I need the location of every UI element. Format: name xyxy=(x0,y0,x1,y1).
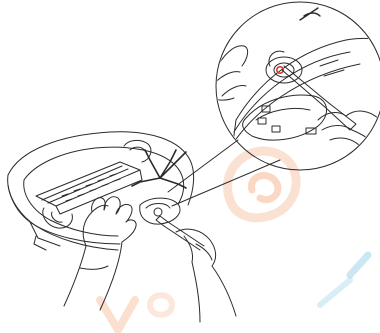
robot-vacuum-body xyxy=(8,132,194,250)
left-hand xyxy=(64,197,136,310)
main-brush-housing xyxy=(36,162,142,214)
zoom-rim-features xyxy=(306,60,344,134)
right-hand xyxy=(176,229,236,322)
zoom-brush-arm xyxy=(300,8,320,20)
zoom-detail-content xyxy=(204,8,380,150)
zoom-left-hand xyxy=(204,46,248,100)
drive-wheel-module xyxy=(140,198,180,224)
zoom-leader-lines xyxy=(168,140,280,206)
